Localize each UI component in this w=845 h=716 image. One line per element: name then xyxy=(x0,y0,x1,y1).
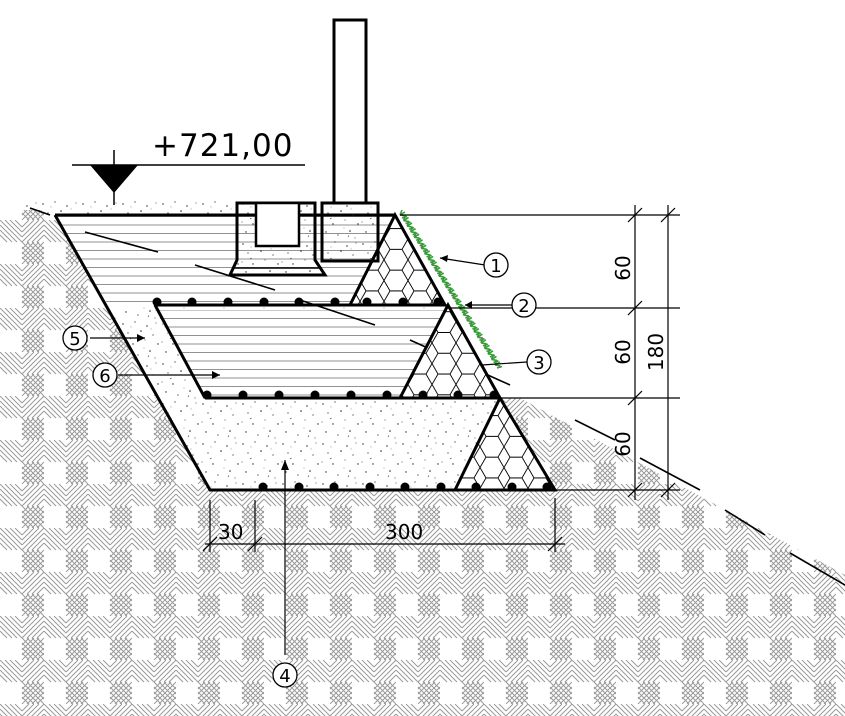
grass-tuft xyxy=(402,215,411,225)
dim-offset: 30 xyxy=(218,520,243,544)
fill-layer-bottom xyxy=(155,398,500,490)
grass-tuft xyxy=(427,254,436,264)
gabion-middle xyxy=(397,301,503,400)
reinforcement-dot xyxy=(258,482,268,492)
grass-tuft xyxy=(469,320,478,330)
grass-tuft xyxy=(455,298,464,308)
reinforcement-dot xyxy=(238,390,248,400)
elevation-label: +721,00 xyxy=(152,128,293,164)
grass-tuft xyxy=(409,226,418,236)
grass-tuft xyxy=(462,309,471,319)
reinforcement-dot xyxy=(542,482,552,492)
reinforcement-dot xyxy=(330,297,340,307)
grass-tuft xyxy=(416,237,425,247)
reinforcement-dot xyxy=(398,297,408,307)
horizontal-dimensions xyxy=(202,498,565,552)
grass-tuft xyxy=(452,293,461,303)
grass-tuft xyxy=(434,265,443,275)
grass-tuft xyxy=(487,348,496,358)
reinforcement-row-bottom xyxy=(258,482,552,492)
reinforcement-dot xyxy=(507,482,517,492)
reinforcement-dot xyxy=(259,297,269,307)
callout-6: 6 xyxy=(99,366,110,387)
reinforcement-dot xyxy=(329,482,339,492)
ground-surface xyxy=(25,200,235,214)
elevation-marker xyxy=(72,150,305,205)
grass-tuft xyxy=(476,331,485,341)
dim-layer-top: 60 xyxy=(611,255,635,280)
reinforcement-dot xyxy=(294,297,304,307)
reinforcement-dot xyxy=(365,482,375,492)
reinforcement-dot xyxy=(310,390,320,400)
callout-leaders xyxy=(90,257,528,655)
post xyxy=(332,18,368,205)
reinforcement-dot xyxy=(223,297,233,307)
reinforcement-dot xyxy=(152,297,162,307)
grass-tuft xyxy=(441,276,450,286)
post-foundation xyxy=(320,201,380,263)
reinforcement-dot xyxy=(418,390,428,400)
grass-tuft xyxy=(480,337,489,347)
callout-1: 1 xyxy=(490,256,501,277)
grass-tuft xyxy=(420,243,429,253)
reinforcement-dot xyxy=(346,390,356,400)
reinforcement-dot xyxy=(436,482,446,492)
reinforcement-dot xyxy=(187,297,197,307)
callout-2: 2 xyxy=(518,296,529,317)
grass-tuft xyxy=(490,354,499,364)
grass-tuft xyxy=(466,315,475,325)
grass-tuft xyxy=(430,259,439,269)
reinforcement-dot xyxy=(400,482,410,492)
callout-5: 5 xyxy=(69,329,80,350)
callout-3: 3 xyxy=(533,353,544,374)
reinforcement-dot xyxy=(453,390,463,400)
reinforcement-row-middle xyxy=(202,390,499,400)
natural-slope-line xyxy=(574,419,845,586)
reinforcement-dot xyxy=(294,482,304,492)
callout-arrowheads xyxy=(137,255,472,470)
drain-channel xyxy=(227,201,328,277)
grass-tuft xyxy=(483,343,492,353)
soil-hatch xyxy=(0,210,845,716)
callout-4: 4 xyxy=(279,666,290,687)
grass-tuft xyxy=(444,281,453,291)
gabion-bottom xyxy=(452,394,558,492)
fill-layer-middle-hlines xyxy=(155,310,445,398)
grass-tuft xyxy=(399,209,408,219)
grass-tuft xyxy=(473,326,482,336)
reinforcement-dot xyxy=(362,297,372,307)
dim-total-height: 180 xyxy=(644,333,668,371)
grass-tuft xyxy=(437,270,446,280)
reinforcement-dot xyxy=(202,390,212,400)
dim-base-width: 300 xyxy=(385,520,423,544)
dim-layer-middle: 60 xyxy=(611,339,635,364)
reinforcement-dot xyxy=(489,390,499,400)
grass-tuft xyxy=(406,220,415,230)
reinforcement-dot xyxy=(433,297,443,307)
grass-tuft xyxy=(413,231,422,241)
reinforcement-dot xyxy=(274,390,284,400)
dim-layer-bottom: 60 xyxy=(611,431,635,456)
reinforcement-row-top xyxy=(152,297,443,307)
grass-tuft xyxy=(423,248,432,258)
reinforcement-dot xyxy=(382,390,392,400)
reinforcement-dot xyxy=(471,482,481,492)
grass-tuft xyxy=(448,287,457,297)
callout-group xyxy=(62,252,552,688)
vertical-dimensions xyxy=(400,205,680,500)
